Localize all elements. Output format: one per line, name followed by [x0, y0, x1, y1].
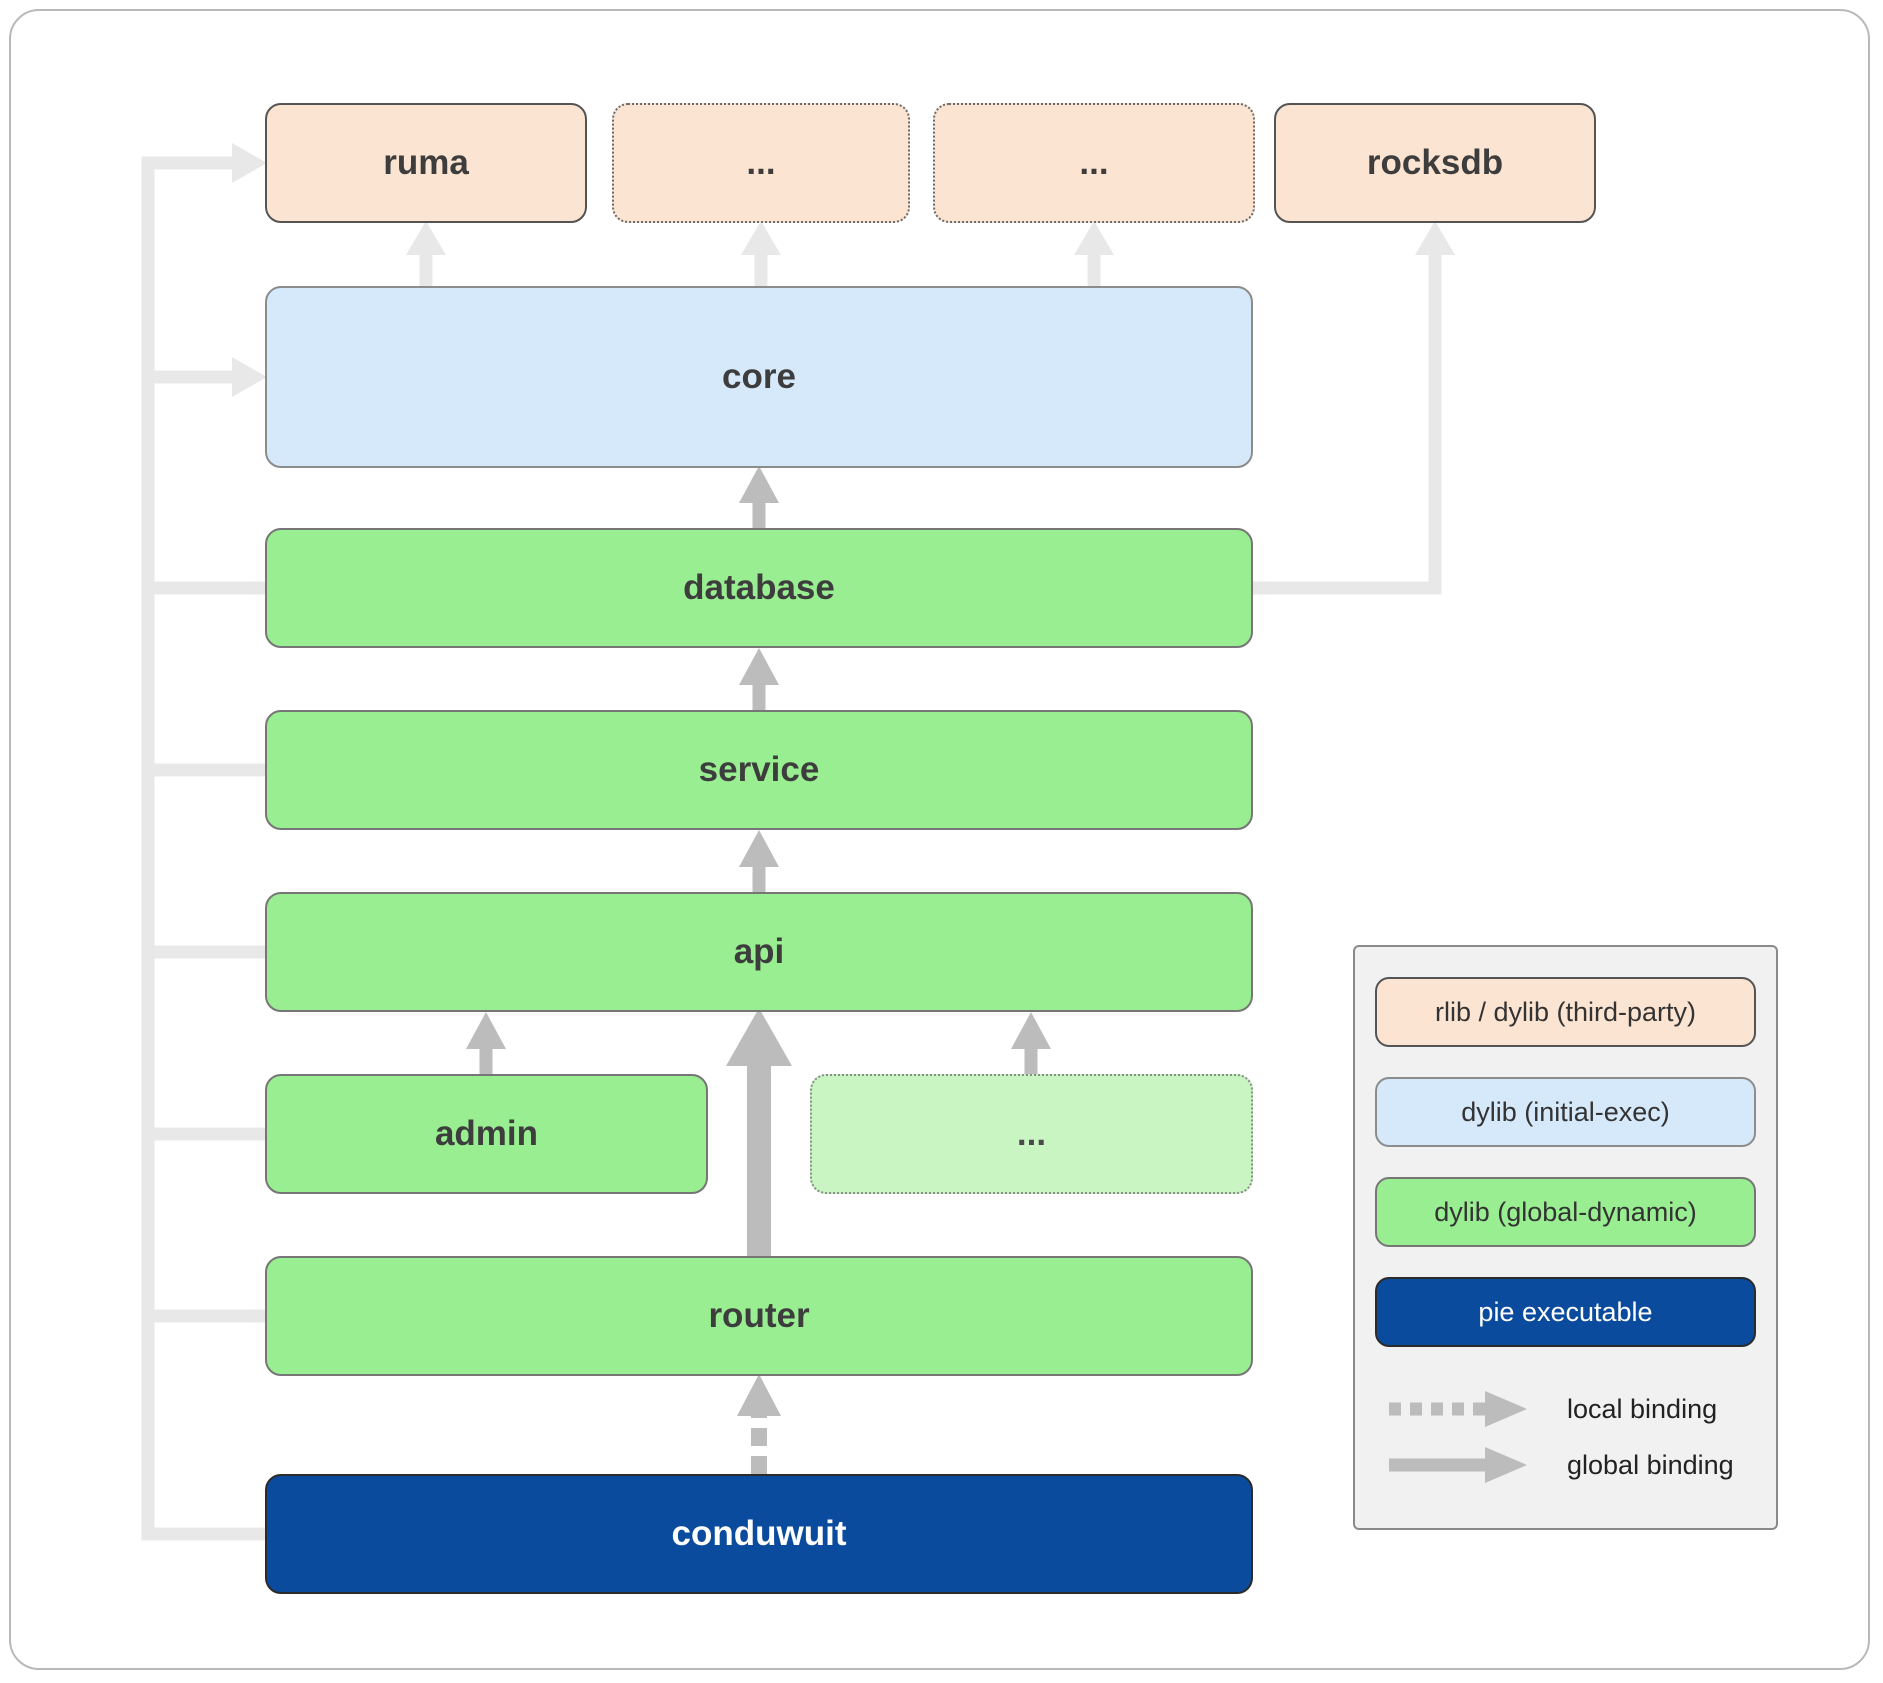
node-core: core [265, 286, 1253, 468]
node-admin: admin [265, 1074, 708, 1194]
local-binding-arrow-icon [1389, 1391, 1527, 1427]
legend-global-binding-label: global binding [1567, 1449, 1734, 1480]
node-router: router [265, 1256, 1253, 1376]
legend-item-third-party: rlib / dylib (third-party) [1375, 977, 1756, 1047]
node-rocksdb: rocksdb [1274, 103, 1596, 223]
node-other-third-party-1: ... [612, 103, 910, 223]
global-binding-arrow-icon [1389, 1447, 1527, 1483]
edge-module-chain [479, 500, 1038, 1074]
legend-item-initial-exec: dylib (initial-exec) [1375, 1077, 1756, 1147]
edge-global-rail-arrowheads [232, 143, 267, 397]
edge-router-to-api-head [726, 1008, 792, 1066]
node-database: database [265, 528, 1253, 648]
legend-item-pie-executable: pie executable [1375, 1277, 1756, 1347]
legend-local-binding-row: local binding [1375, 1385, 1756, 1433]
legend-item-global-dynamic: dylib (global-dynamic) [1375, 1177, 1756, 1247]
node-other-third-party-2: ... [933, 103, 1255, 223]
edge-core-to-third-party-heads [406, 221, 1455, 255]
node-service: service [265, 710, 1253, 830]
legend-global-binding-row: global binding [1375, 1441, 1756, 1489]
edge-global-rail [141, 156, 265, 1541]
edge-core-to-third-party [419, 252, 1442, 595]
diagram-outer-frame [9, 9, 1870, 1670]
node-other-modules: ... [810, 1074, 1253, 1194]
legend-local-binding-label: local binding [1567, 1393, 1718, 1424]
edge-module-chain-heads [466, 466, 1051, 1049]
edge-conduwuit-to-router-head [737, 1374, 781, 1416]
node-api: api [265, 892, 1253, 1012]
node-conduwuit: conduwuit [265, 1474, 1253, 1594]
legend: rlib / dylib (third-party) dylib (initia… [1353, 945, 1778, 1530]
node-ruma: ruma [265, 103, 587, 223]
